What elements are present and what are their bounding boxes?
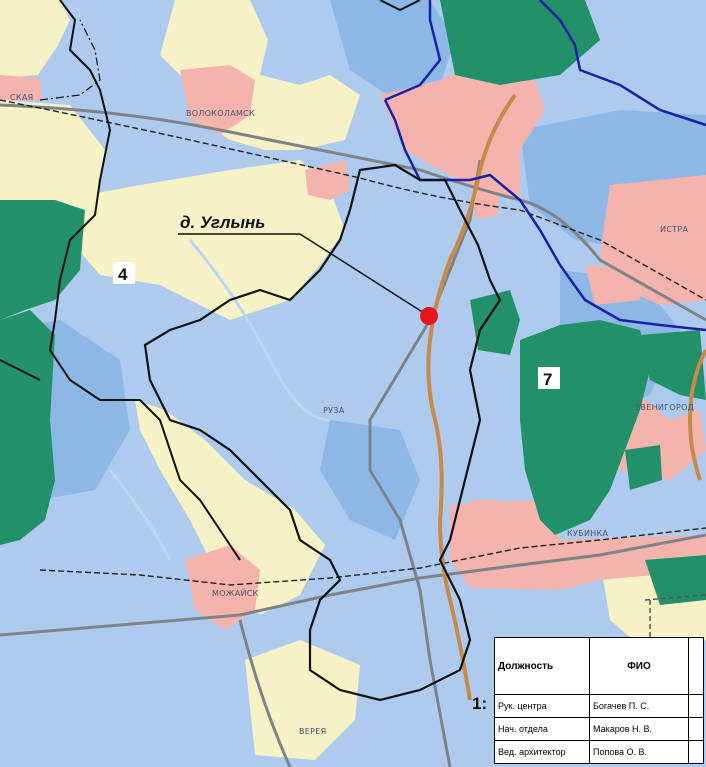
callout-leader-line [299,233,425,314]
settlement-boundary [644,594,706,640]
scale-fragment: 1: [472,694,488,713]
roads [0,103,706,767]
label-volokolamsk: ВОЛОКОЛАМСК [186,109,255,118]
table-row: Вед. архитектор Попова О. В. [494,740,704,764]
label-ruza: РУЗА [323,406,345,415]
header-name: ФИО [589,637,689,695]
green-regions [0,0,706,605]
row-position: Рук. центра [494,694,590,718]
district-boundary-dashdot [39,19,101,101]
label-zvenigorod: ЗВЕНИГОРОД [635,403,694,412]
uglyn-marker [420,307,438,325]
label-vereya: ВЕРЕЯ [299,727,326,736]
label-skaya: СКАЯ [10,93,34,102]
zone-4-label: 4 [118,265,128,284]
district-boundary-west [0,0,421,561]
row-signature [688,694,704,718]
row-name: Богачев П. С. [589,694,689,718]
row-position: Нач. отдела [494,717,590,741]
table-row: Нач. отдела Макаров Н. В. [494,717,704,741]
callout-uglyn-label: д. Углынь [180,213,265,232]
table-row: Рук. центра Богачев П. С. [494,694,704,718]
label-kubinka: КУБИНКА [567,529,609,538]
pipeline-line [426,93,517,701]
header-position: Должность [494,637,590,695]
header-signature [688,637,704,695]
title-block-table: Должность ФИО Рук. центра Богачев П. С. … [494,637,704,764]
row-name: Макаров Н. В. [589,717,689,741]
railways [0,99,706,586]
label-mozhaysk: МОЖАЙСК [212,587,259,598]
pipeline-line-2 [687,349,706,481]
row-signature [688,740,704,764]
row-name: Попова О. В. [589,740,689,764]
row-signature [688,717,704,741]
row-position: Вед. архитектор [494,740,590,764]
label-istra: ИСТРА [660,225,688,234]
title-block-header-row: Должность ФИО [494,637,704,695]
district-boundary-ruza [143,163,502,702]
pink-regions [0,60,706,630]
zone-7-label: 7 [543,370,552,389]
rivers [108,239,331,561]
district-boundary-blue [383,0,706,332]
zone-4-box [113,262,135,284]
zone-7-box [538,367,560,389]
